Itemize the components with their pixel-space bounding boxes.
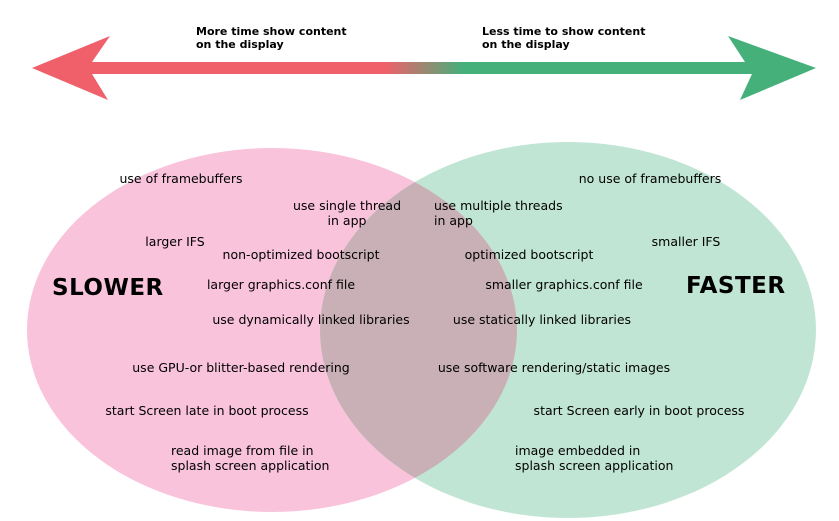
slower-item: read image from file in splash screen ap… (171, 443, 330, 473)
double-arrow (32, 36, 816, 100)
slower-item: larger IFS (145, 234, 205, 249)
right-arrow-label: Less time to show content on the display (482, 25, 646, 51)
faster-item: no use of framebuffers (578, 171, 722, 186)
faster-title: FASTER (686, 273, 786, 299)
faster-item: use software rendering/static images (437, 360, 671, 375)
faster-item: smaller graphics.conf file (485, 277, 643, 292)
faster-item: smaller IFS (651, 234, 721, 249)
faster-item: start Screen early in boot process (533, 403, 745, 418)
faster-item: use statically linked libraries (452, 312, 632, 327)
slower-item: use dynamically linked libraries (212, 312, 410, 327)
slower-item: non-optimized bootscript (222, 247, 380, 262)
faster-item: use multiple threads in app (434, 198, 563, 228)
slower-title: SLOWER (52, 275, 164, 301)
slower-item: use single thread in app (292, 198, 402, 228)
faster-item: optimized bootscript (464, 247, 594, 262)
slower-item: start Screen late in boot process (105, 403, 309, 418)
slower-item: use GPU-or blitter-based rendering (132, 360, 350, 375)
slower-item: larger graphics.conf file (206, 277, 356, 292)
left-arrow-label: More time show content on the display (196, 25, 347, 51)
overlap-region (320, 148, 517, 512)
slower-item: use of framebuffers (119, 171, 243, 186)
faster-item: image embedded in splash screen applicat… (515, 443, 674, 473)
